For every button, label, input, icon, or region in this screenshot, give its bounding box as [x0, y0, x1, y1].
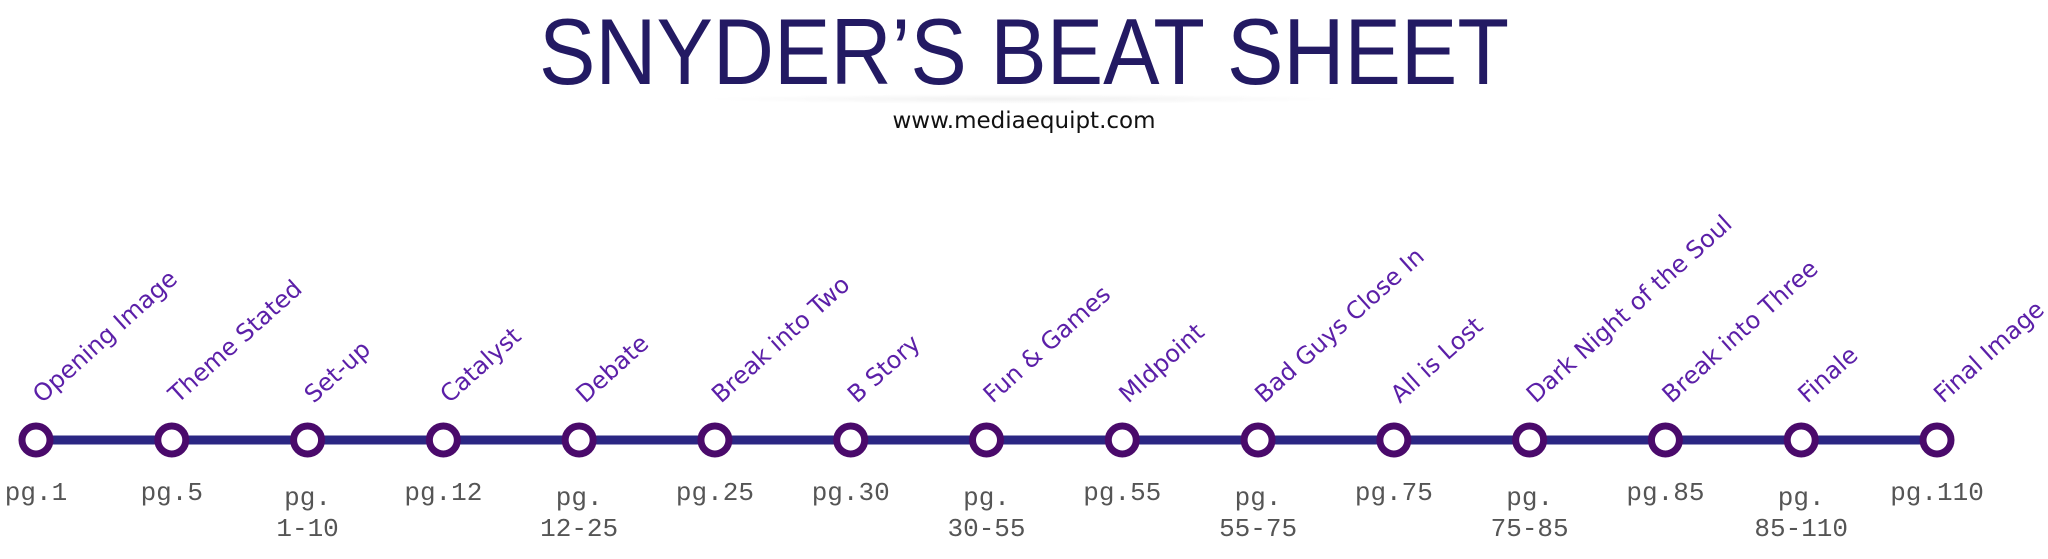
beat-node — [154, 422, 190, 458]
beat-node — [969, 422, 1004, 458]
beat-node — [561, 422, 597, 458]
beat-label: Finale — [1792, 341, 1863, 409]
beat-node — [1104, 422, 1140, 458]
beat-page: pg.85 — [1626, 478, 1704, 508]
beat-15: Final Image pg.110 — [1890, 295, 2048, 508]
beat-4: Catalyst pg.12 — [404, 322, 526, 508]
beat-node — [1647, 422, 1683, 458]
beat-node — [425, 422, 461, 458]
beat-page: pg. — [1778, 483, 1825, 513]
beat-page: pg. — [1506, 483, 1553, 513]
beat-node — [18, 422, 54, 458]
beat-page: pg.1 — [5, 478, 67, 508]
beat-label: Final Image — [1928, 295, 2048, 408]
beat-9: MIdpoint pg.55 — [1083, 318, 1209, 508]
beat-page: 30-55 — [947, 514, 1025, 544]
beat-label: Break into Two — [706, 270, 855, 408]
beat-label: Set-up — [299, 335, 376, 408]
beat-page: pg.75 — [1355, 478, 1433, 508]
beat-6: Break into Two pg.25 — [676, 270, 855, 508]
beat-label: Opening Image — [27, 265, 182, 409]
beat-page: pg.55 — [1083, 478, 1161, 508]
beat-page: pg.12 — [404, 478, 482, 508]
beat-page: pg.5 — [141, 478, 203, 508]
beat-page: pg. — [1235, 483, 1282, 513]
beat-page: pg. — [556, 483, 603, 513]
beat-node — [1376, 422, 1412, 458]
beat-page: pg. — [963, 483, 1010, 513]
beat-node — [833, 422, 869, 458]
beat-page: pg. — [284, 483, 331, 513]
beat-node — [1919, 422, 1955, 458]
title-shadow — [700, 94, 1348, 104]
beat-page: pg.30 — [812, 478, 890, 508]
beat-2: Theme Stated pg.5 — [141, 274, 308, 508]
beat-11: All is Lost pg.75 — [1355, 312, 1489, 508]
beat-label: Debate — [570, 329, 654, 408]
beat-page: 55-75 — [1219, 514, 1297, 544]
beat-1: Opening Image pg.1 — [5, 265, 183, 508]
beat-page: pg.110 — [1890, 478, 1984, 508]
beat-7: B Story pg.30 — [812, 329, 926, 508]
beat-label: All is Lost — [1385, 312, 1488, 409]
beat-node — [1512, 422, 1548, 458]
beat-label: Catalyst — [435, 322, 527, 409]
beat-label: B Story — [842, 329, 926, 408]
beat-label: Fun & Games — [978, 280, 1116, 408]
beat-node — [290, 422, 326, 458]
beats-layer: Opening Image pg.1 Theme Stated pg.5 Set-up p… — [5, 209, 2048, 544]
beat-node — [697, 422, 733, 458]
beat-node — [1783, 422, 1819, 458]
beat-label: Theme Stated — [162, 274, 307, 409]
beat-page: 85-110 — [1754, 514, 1848, 544]
beat-page: 12-25 — [540, 514, 618, 544]
beat-label: MIdpoint — [1114, 318, 1210, 409]
beat-page: 75-85 — [1491, 514, 1569, 544]
beat-node — [1240, 422, 1276, 458]
website-url: www.mediaequipt.com — [892, 108, 1156, 134]
page-title: SNYDER’S BEAT SHEET — [538, 0, 1510, 104]
beat-page: pg.25 — [676, 478, 754, 508]
beat-page: 1-10 — [276, 514, 338, 544]
